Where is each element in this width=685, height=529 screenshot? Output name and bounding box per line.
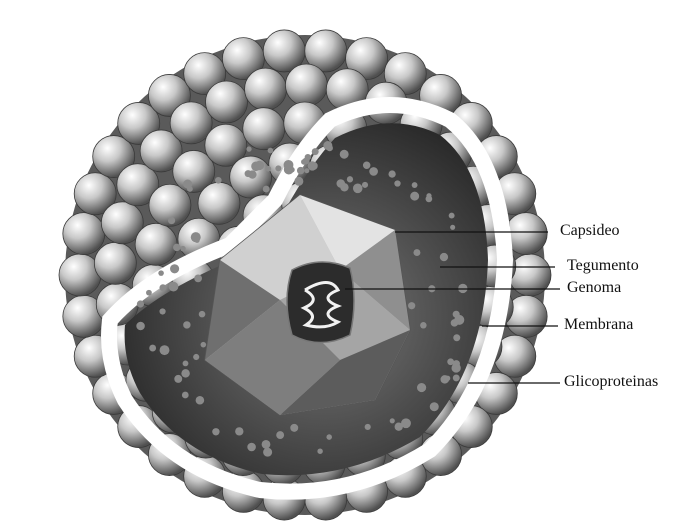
- tegument-dot: [235, 427, 243, 435]
- tegument-dot: [453, 334, 460, 341]
- tegument-dot: [180, 246, 186, 252]
- tegument-dot: [215, 177, 222, 184]
- tegument-dot: [297, 167, 304, 174]
- tegument-dot: [168, 217, 175, 224]
- tegument-dot: [276, 431, 284, 439]
- tegument-dot: [317, 449, 322, 454]
- tegument-dot: [326, 434, 332, 440]
- label-glycoproteins: Glicoproteinas: [564, 373, 658, 391]
- spike-sphere: [243, 108, 285, 150]
- tegument-dot: [284, 164, 293, 173]
- tegument-dot: [183, 321, 190, 328]
- tegument-dot: [451, 363, 460, 372]
- tegument-dot: [136, 322, 145, 331]
- tegument-dot: [254, 164, 260, 170]
- tegument-dot: [312, 148, 319, 155]
- spike-sphere: [245, 68, 287, 110]
- tegument-dot: [247, 443, 256, 452]
- tegument-dot: [413, 249, 420, 256]
- tegument-dot: [194, 274, 202, 282]
- tegument-dot: [365, 424, 371, 430]
- tegument-dot: [447, 358, 454, 365]
- tegument-dot: [170, 264, 179, 273]
- tegument-dot: [181, 369, 189, 377]
- tegument-dot: [323, 141, 332, 150]
- tegument-dot: [301, 159, 307, 165]
- tegument-dot: [430, 402, 439, 411]
- tegument-dot: [149, 345, 156, 352]
- tegument-dot: [262, 440, 271, 449]
- label-capsid: Capsideo: [560, 222, 620, 240]
- tegument-dot: [201, 342, 207, 348]
- tegument-dot: [408, 302, 415, 309]
- tegument-dot: [304, 168, 309, 173]
- tegument-dot: [146, 290, 152, 296]
- tegument-dot: [347, 176, 353, 182]
- spike-sphere: [135, 223, 177, 265]
- tegument-dot: [310, 162, 318, 170]
- tegument-dot: [183, 180, 192, 189]
- tegument-dot: [394, 180, 400, 186]
- tegument-dot: [363, 162, 370, 169]
- tegument-dot: [212, 428, 219, 435]
- tegument-dot: [395, 423, 403, 431]
- tegument-dot: [353, 184, 363, 194]
- tegument-dot: [388, 170, 395, 177]
- tegument-dot: [182, 392, 189, 399]
- tegument-dot: [390, 418, 395, 423]
- tegument-dot: [340, 183, 348, 191]
- tegument-dot: [191, 232, 201, 242]
- tegument-dot: [362, 182, 368, 188]
- tegument-dot: [169, 282, 179, 292]
- tegument-dot: [137, 300, 144, 307]
- tegument-dot: [159, 308, 165, 314]
- tegument-dot: [183, 360, 189, 366]
- tegument-dot: [158, 270, 164, 276]
- tegument-dot: [196, 396, 205, 405]
- tegument-dot: [199, 311, 206, 318]
- spike-sphere: [206, 81, 248, 123]
- genome: [287, 262, 354, 343]
- tegument-dot: [159, 284, 166, 291]
- tegument-dot: [340, 150, 349, 159]
- tegument-dot: [174, 375, 182, 383]
- tegument-dot: [450, 225, 455, 230]
- tegument-dot: [263, 186, 270, 193]
- tegument-dot: [451, 319, 459, 327]
- tegument-dot: [369, 167, 378, 176]
- tegument-dot: [173, 244, 181, 252]
- tegument-dot: [441, 375, 450, 384]
- tegument-dot: [417, 383, 426, 392]
- tegument-dot: [294, 177, 303, 186]
- spike-sphere: [285, 64, 327, 106]
- tegument-dot: [263, 448, 272, 457]
- label-genome: Genoma: [567, 279, 621, 297]
- spike-sphere: [63, 213, 105, 255]
- tegument-dot: [193, 354, 199, 360]
- tegument-dot: [160, 345, 170, 355]
- tegument-dot: [410, 192, 419, 201]
- tegument-dot: [453, 374, 460, 381]
- tegument-dot: [268, 148, 274, 154]
- tegument-dot: [248, 170, 256, 178]
- tegument-dot: [412, 182, 418, 188]
- tegument-dot: [420, 322, 426, 328]
- tegument-dot: [275, 165, 281, 171]
- tegument-dot: [440, 253, 448, 261]
- tegument-dot: [265, 166, 271, 172]
- tegument-dot: [290, 424, 298, 432]
- label-membrane: Membrana: [564, 316, 633, 334]
- spike-sphere: [94, 242, 136, 284]
- tegument-dot: [449, 213, 455, 219]
- tegument-dot: [426, 196, 433, 203]
- tegument-dot: [246, 146, 251, 151]
- label-tegument: Tegumento: [567, 257, 639, 275]
